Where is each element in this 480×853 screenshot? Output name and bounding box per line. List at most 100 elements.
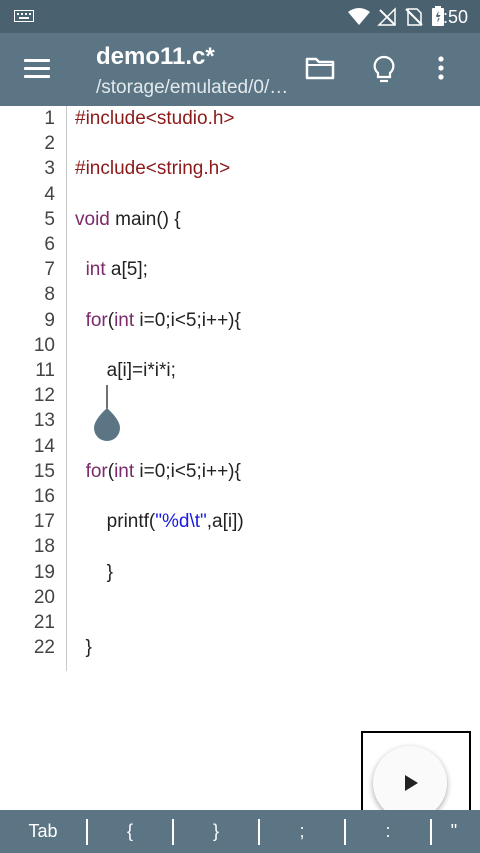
code-line[interactable]: 3 #include<string.h>	[0, 156, 480, 181]
code-token: (	[107, 460, 115, 482]
line-number: 10	[33, 334, 55, 356]
code-line[interactable]: 5 void main() {	[0, 207, 480, 232]
line-number: 8	[44, 284, 55, 306]
line-number: 1	[44, 108, 55, 129]
code-text: printf("%d\t",a[i])	[75, 509, 244, 534]
code-line[interactable]: 22 }	[0, 635, 480, 660]
code-line[interactable]: 4	[0, 182, 480, 207]
code-line[interactable]: 8	[0, 282, 480, 307]
code-token: for	[85, 309, 108, 331]
line-number: 13	[33, 410, 55, 432]
code-line[interactable]: 1 #include<studio.h>	[0, 106, 480, 131]
code-text: #include<string.h>	[75, 156, 230, 181]
symbol-separator	[258, 818, 260, 845]
line-number: 12	[33, 385, 55, 407]
code-line[interactable]: 13	[0, 408, 480, 433]
code-token: }	[75, 637, 92, 659]
code-token: a[i]=i*i*i;	[75, 360, 176, 381]
code-line[interactable]: 12	[0, 383, 480, 408]
symbol-separator	[430, 818, 432, 845]
code-line[interactable]: 14	[0, 434, 480, 459]
symbol-key-quote[interactable]: "	[450, 821, 458, 841]
code-text: }	[75, 560, 113, 585]
symbol-separator	[172, 818, 174, 845]
code-token	[75, 461, 86, 482]
menu-icon[interactable]	[24, 59, 50, 79]
line-number: 7	[44, 259, 55, 281]
keyboard-icon	[14, 10, 34, 22]
no-signal-icon	[377, 7, 396, 26]
line-number: 19	[33, 561, 55, 583]
line-number: 17	[33, 511, 55, 533]
more-vert-icon[interactable]	[437, 55, 445, 81]
symbol-key-semicolon[interactable]: ;	[299, 821, 305, 841]
code-line[interactable]: 11 a[i]=i*i*i;	[0, 358, 480, 383]
code-token: main() {	[109, 208, 181, 230]
wifi-icon	[348, 8, 370, 25]
code-token: #include<string.h>	[75, 158, 231, 180]
symbol-key-tab[interactable]: Tab	[28, 821, 58, 841]
line-number: 2	[44, 133, 55, 155]
code-line[interactable]: 21	[0, 610, 480, 635]
code-token: a[5];	[105, 259, 148, 281]
code-token: i=0;i<5;i++){	[134, 460, 241, 482]
code-text: a[i]=i*i*i;	[75, 358, 176, 383]
line-number: 18	[33, 536, 55, 558]
symbol-separator	[86, 818, 88, 845]
code-text: }	[75, 635, 92, 660]
code-text: for(int i=0;i<5;i++){	[75, 308, 241, 333]
play-icon	[405, 775, 418, 791]
code-line[interactable]: 15 for(int i=0;i<5;i++){	[0, 459, 480, 484]
folder-icon[interactable]	[305, 55, 335, 81]
line-number: 6	[44, 234, 55, 255]
line-number: 15	[33, 460, 55, 482]
code-token: "%d\t"	[155, 511, 207, 533]
code-token: int	[114, 309, 135, 331]
code-line[interactable]: 10	[0, 333, 480, 358]
line-number: 11	[35, 360, 55, 381]
battery-charging-icon	[432, 6, 444, 26]
clock: 9:50	[432, 7, 468, 27]
line-number: 14	[33, 435, 55, 457]
code-token: ,a[i])	[206, 511, 244, 533]
symbol-separator	[344, 818, 346, 845]
line-number: 16	[33, 486, 55, 507]
code-line[interactable]: 16	[0, 484, 480, 509]
code-line[interactable]: 20	[0, 585, 480, 610]
lightbulb-icon[interactable]	[372, 55, 396, 85]
symbol-key-open-brace[interactable]: {	[126, 821, 133, 841]
symbol-bar: Tab { } ; : "	[0, 810, 480, 853]
code-text: void main() {	[75, 207, 181, 232]
line-number: 5	[44, 208, 55, 230]
text-cursor-handle[interactable]	[92, 385, 122, 442]
line-number: 21	[33, 612, 55, 633]
code-token: int	[114, 460, 135, 482]
code-token: printf(	[75, 511, 156, 533]
code-token: void	[75, 208, 110, 230]
code-editor[interactable]: 1 #include<studio.h> 2 3 #include<string.h> 4…	[0, 106, 480, 671]
code-line[interactable]: 7 int a[5];	[0, 257, 480, 282]
line-number: 22	[33, 637, 55, 659]
run-button[interactable]	[373, 746, 447, 820]
symbol-key-close-brace[interactable]: }	[212, 821, 219, 841]
code-token: (	[107, 309, 115, 331]
symbol-key-colon[interactable]: :	[385, 821, 391, 841]
code-token: }	[75, 561, 114, 583]
line-number: 3	[44, 158, 55, 180]
code-line[interactable]: 6	[0, 232, 480, 257]
code-line[interactable]: 19 }	[0, 560, 480, 585]
code-line[interactable]: 9 for(int i=0;i<5;i++){	[0, 308, 480, 333]
code-token	[75, 310, 86, 331]
app-bar: demo11.c* /storage/emulated/0/…	[0, 33, 480, 106]
status-bar: 9:50	[0, 0, 480, 33]
code-line[interactable]: 18	[0, 534, 480, 559]
line-number: 20	[33, 586, 55, 608]
code-line[interactable]: 17 printf("%d\t",a[i])	[0, 509, 480, 534]
line-number: 4	[44, 183, 55, 205]
code-text: #include<studio.h>	[75, 106, 235, 131]
code-line[interactable]: 2	[0, 131, 480, 156]
gutter-divider	[66, 106, 67, 671]
no-sim-icon	[405, 8, 423, 26]
file-title: demo11.c*	[96, 43, 215, 70]
code-token: #include<studio.h>	[75, 108, 235, 129]
